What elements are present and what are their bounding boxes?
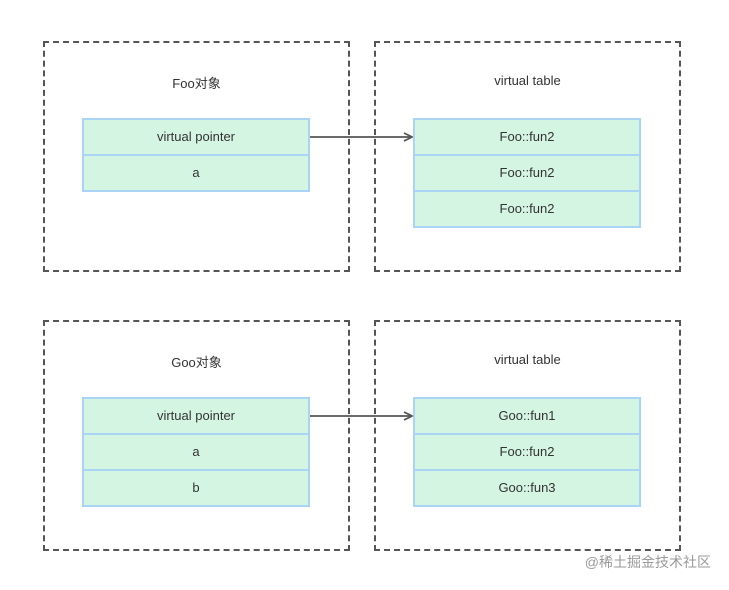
foo-vtable-table: Foo::fun2 Foo::fun2 Foo::fun2 <box>413 118 641 228</box>
goo-object-title: Goo对象 <box>171 355 222 370</box>
foo-object-panel: Foo对象 <box>43 41 350 272</box>
watermark: @稀土掘金技术社区 <box>584 554 711 570</box>
goo-vtable-entry-2: Foo::fun2 <box>413 435 641 471</box>
foo-vtable-entry-1: Foo::fun2 <box>413 118 641 156</box>
foo-object-title: Foo对象 <box>172 76 221 91</box>
foo-field-virtual-pointer: virtual pointer <box>82 118 310 156</box>
foo-vtable-entry-2: Foo::fun2 <box>413 156 641 192</box>
foo-field-a: a <box>82 156 310 192</box>
goo-field-b: b <box>82 471 310 507</box>
goo-vtable-title: virtual table <box>494 352 561 367</box>
goo-object-panel: Goo对象 <box>43 320 350 551</box>
foo-object-table: virtual pointer a <box>82 118 310 192</box>
goo-object-table: virtual pointer a b <box>82 397 310 507</box>
goo-vtable-entry-1: Goo::fun1 <box>413 397 641 435</box>
foo-vtable-title: virtual table <box>494 73 561 88</box>
foo-vtable-entry-3: Foo::fun2 <box>413 192 641 228</box>
foo-vtable-panel: virtual table <box>374 41 681 272</box>
goo-vtable-table: Goo::fun1 Foo::fun2 Goo::fun3 <box>413 397 641 507</box>
goo-field-virtual-pointer: virtual pointer <box>82 397 310 435</box>
goo-field-a: a <box>82 435 310 471</box>
goo-vtable-panel: virtual table <box>374 320 681 551</box>
goo-vtable-entry-3: Goo::fun3 <box>413 471 641 507</box>
